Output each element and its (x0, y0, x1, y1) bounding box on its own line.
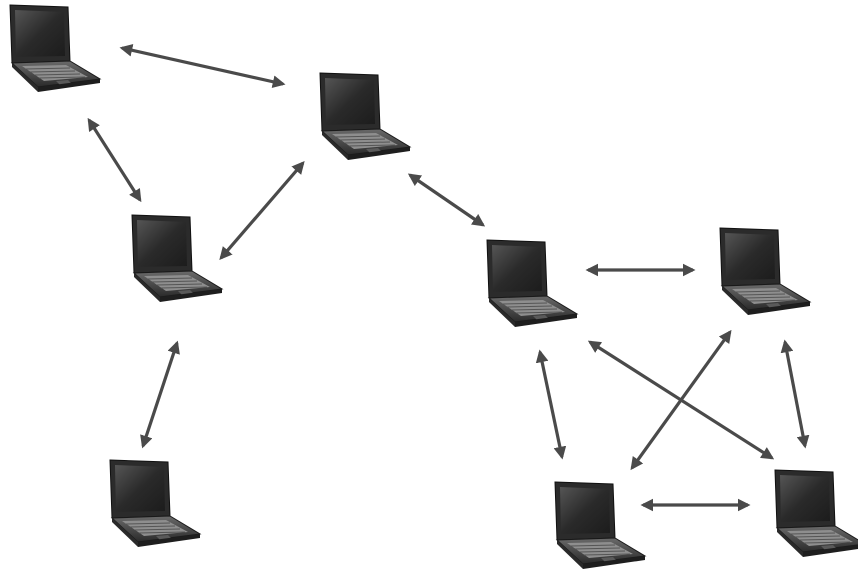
arrow-laptop-6-laptop-7 (632, 332, 730, 468)
laptop-icon (775, 470, 858, 557)
laptop-icon (720, 228, 810, 315)
arrow-laptop-5-laptop-7 (540, 352, 562, 457)
arrow-laptop-1-laptop-2 (122, 48, 283, 84)
arrow-laptop-2-laptop-3 (221, 163, 303, 258)
laptop-icon (110, 460, 200, 547)
laptop-icon (10, 5, 100, 92)
laptop-icon (320, 73, 410, 160)
laptop-icon (555, 482, 645, 569)
arrow-laptop-3-laptop-4 (143, 343, 177, 446)
laptop-icon (487, 240, 577, 327)
laptop-nodes (10, 5, 858, 569)
arrow-laptop-1-laptop-3 (89, 120, 140, 200)
laptop-icon (132, 215, 222, 302)
arrow-laptop-6-laptop-8 (785, 342, 805, 446)
arrow-laptop-2-laptop-5 (410, 175, 483, 225)
